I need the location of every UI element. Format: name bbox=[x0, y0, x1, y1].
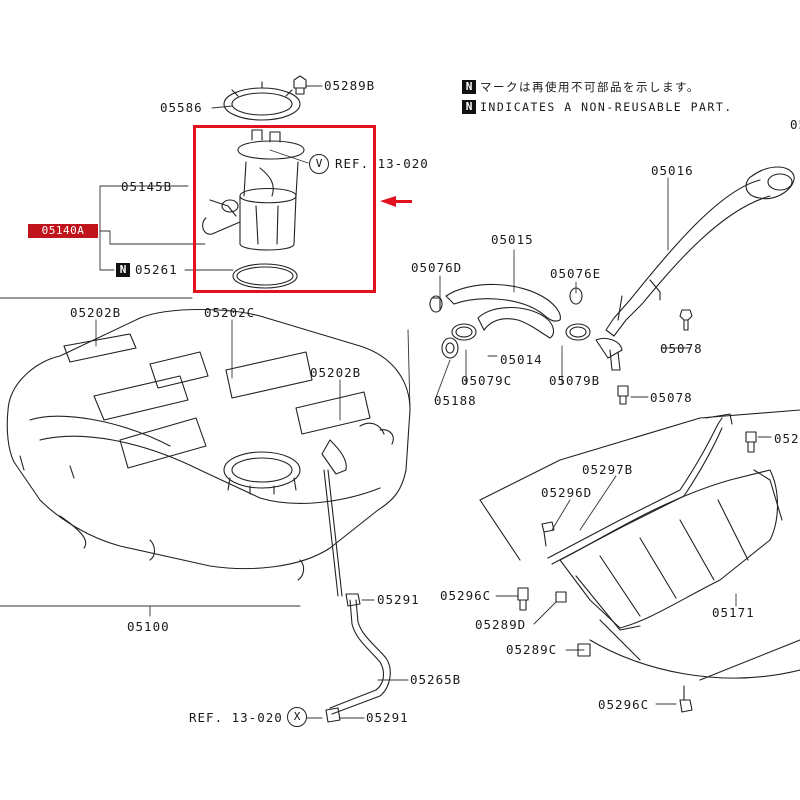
hose-05014 bbox=[477, 307, 555, 339]
bolt-05078-lower bbox=[617, 385, 629, 405]
part-label-05016[interactable]: 05016 bbox=[651, 163, 694, 178]
part-label-05078-upper[interactable]: 05078 bbox=[660, 341, 703, 356]
fuel-hose-05265B bbox=[323, 469, 391, 715]
part-label-05297B[interactable]: 05297B bbox=[582, 462, 634, 477]
part-label-05076D[interactable]: 05076D bbox=[411, 260, 463, 275]
part-label-05079C[interactable]: 05079C bbox=[461, 373, 513, 388]
ref-circle-x: X bbox=[287, 707, 307, 727]
clamp-05079B bbox=[565, 323, 591, 341]
red-pointer-arrow bbox=[380, 196, 412, 207]
lock-ring-drawing bbox=[223, 81, 301, 121]
part-label-edge-top[interactable]: 0529 bbox=[790, 117, 800, 132]
part-label-05289C[interactable]: 05289C bbox=[506, 642, 558, 657]
part-label-05296C-right[interactable]: 05296C bbox=[598, 697, 650, 712]
fuel-pump-module-drawing bbox=[202, 129, 305, 289]
ref-label-13-020-v[interactable]: REF. 13-020 bbox=[335, 156, 429, 171]
heat-shield-05171 bbox=[559, 469, 783, 631]
non-reusable-badge: N bbox=[462, 100, 476, 114]
grommet-05188 bbox=[441, 337, 459, 359]
bolt-05289B bbox=[293, 75, 307, 95]
part-label-05014[interactable]: 05014 bbox=[500, 352, 543, 367]
part-label-05296C-left[interactable]: 05296C bbox=[440, 588, 492, 603]
part-label-05289B[interactable]: 05289B bbox=[324, 78, 376, 93]
note-jp: N マークは再使用不可部品を示します。 bbox=[462, 80, 700, 94]
hose-05015 bbox=[445, 283, 561, 322]
part-label-05291-upper[interactable]: 05291 bbox=[377, 592, 420, 607]
note-en: N INDICATES A NON-REUSABLE PART. bbox=[462, 100, 733, 114]
clamp-05076D bbox=[429, 295, 443, 313]
non-reusable-badge: N bbox=[116, 263, 130, 277]
clamp-05079C bbox=[451, 323, 477, 341]
part-label-05015[interactable]: 05015 bbox=[491, 232, 534, 247]
part-label-edge-mid[interactable]: 0529 bbox=[774, 431, 800, 446]
part-label-05140A[interactable]: 05140A bbox=[28, 224, 98, 238]
non-reusable-badge: N bbox=[462, 80, 476, 94]
part-label-05078-lower[interactable]: 05078 bbox=[650, 390, 693, 405]
part-label-05586[interactable]: 05586 bbox=[160, 100, 203, 115]
part-label-05171[interactable]: 05171 bbox=[712, 605, 755, 620]
bolts-lower bbox=[517, 431, 757, 713]
bolt-05078-upper bbox=[679, 309, 693, 331]
part-label-05202B-right[interactable]: 05202B bbox=[310, 365, 362, 380]
part-label-05296D[interactable]: 05296D bbox=[541, 485, 593, 500]
clamp-05076E bbox=[569, 287, 583, 305]
part-label-05261[interactable]: 05261 bbox=[135, 262, 178, 277]
note-jp-text: マークは再使用不可部品を示します。 bbox=[480, 80, 700, 94]
part-label-05079B[interactable]: 05079B bbox=[549, 373, 601, 388]
clip-05291-upper bbox=[345, 593, 361, 607]
part-label-05076E[interactable]: 05076E bbox=[550, 266, 602, 281]
clip-05291-lower bbox=[325, 707, 341, 723]
part-label-05100[interactable]: 05100 bbox=[127, 619, 170, 634]
fuel-tank-drawing bbox=[6, 308, 411, 581]
highlight-box-fuel-pump bbox=[193, 125, 376, 293]
body-floor-outline bbox=[479, 409, 800, 681]
part-label-05265B[interactable]: 05265B bbox=[410, 672, 462, 687]
ref-circle-v: V bbox=[309, 154, 329, 174]
filler-pipe-drawing bbox=[595, 166, 795, 371]
ref-label-13-020-x[interactable]: REF. 13-020 bbox=[189, 710, 283, 725]
part-label-05202C[interactable]: 05202C bbox=[204, 305, 256, 320]
note-en-text: INDICATES A NON-REUSABLE PART. bbox=[480, 100, 733, 114]
strap-05297B bbox=[547, 413, 733, 565]
part-label-05291-lower[interactable]: 05291 bbox=[366, 710, 409, 725]
part-label-05188[interactable]: 05188 bbox=[434, 393, 477, 408]
part-label-05202B-left[interactable]: 05202B bbox=[70, 305, 122, 320]
part-label-05289D[interactable]: 05289D bbox=[475, 617, 527, 632]
part-label-05145B[interactable]: 05145B bbox=[121, 179, 173, 194]
